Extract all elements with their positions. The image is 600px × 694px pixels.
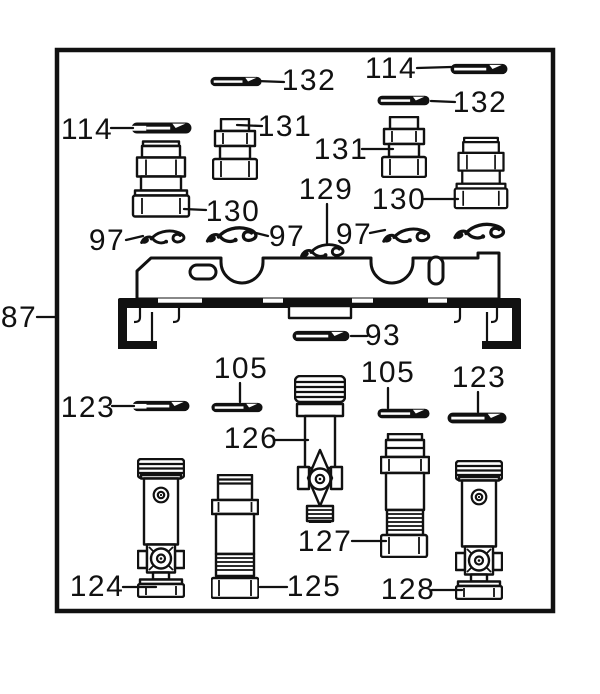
callout-129: 129 [299, 173, 354, 206]
callout-125: 125 [287, 570, 342, 603]
leader-97-left [124, 234, 145, 242]
part-87-mounting-bracket [118, 251, 521, 349]
callout-123-right: 123 [452, 361, 507, 394]
part-126-valve [294, 375, 346, 523]
callout-124: 124 [70, 570, 125, 603]
callout-131-left: 131 [258, 110, 313, 143]
bracket-center-tab [287, 304, 353, 320]
part-123-clip-left [132, 400, 190, 412]
bracket-slot-vertical [427, 255, 445, 286]
part-114-clip-top [450, 63, 508, 75]
callout-132-right: 132 [453, 86, 508, 119]
leader-97-right [368, 228, 387, 235]
callout-105-left: 105 [214, 352, 269, 385]
part-97-clip-3 [381, 227, 431, 246]
leader-lines [35, 65, 480, 592]
leader-131-left [235, 123, 264, 128]
callout-97-mid: 97 [269, 220, 305, 253]
leader-132-top [255, 79, 286, 84]
leader-97-mid [254, 231, 270, 238]
diagram-border [54, 47, 556, 614]
part-132-clip-right [377, 95, 430, 106]
part-131-fitting-left [212, 118, 258, 180]
callout-97-left: 97 [89, 224, 125, 257]
part-130-fitting-right [453, 136, 509, 210]
callout-132-top: 132 [282, 64, 337, 97]
callout-87: 87 [1, 301, 37, 334]
callout-123-left: 123 [61, 391, 116, 424]
part-127-cartridge [380, 433, 430, 558]
callout-126: 126 [224, 422, 279, 455]
bracket-rail [118, 298, 521, 308]
callout-127: 127 [298, 525, 353, 558]
callout-105-right: 105 [361, 356, 416, 389]
part-97-clip-2 [204, 226, 258, 246]
leader-114-top [415, 65, 453, 70]
part-123-clip-right [447, 412, 507, 424]
part-105-clip-left [211, 402, 263, 413]
callout-130-left: 130 [206, 195, 261, 228]
callout-130-right: 130 [372, 183, 427, 216]
leader-132-right [429, 99, 457, 104]
callout-131-right: 131 [314, 133, 369, 166]
part-93-clip [292, 330, 350, 342]
part-97-clip-4 [452, 222, 506, 242]
leader-130-left [182, 207, 208, 212]
callout-114-left: 114 [61, 113, 113, 146]
bracket-slot-horizontal [188, 263, 218, 281]
part-130-fitting-left [131, 140, 191, 218]
callout-labels: 132 114 132 114 131 131 129 130 130 97 9… [1, 52, 508, 606]
part-125-cartridge [211, 474, 259, 599]
callout-93: 93 [365, 319, 401, 352]
part-105-clip-right [377, 408, 430, 419]
part-131-fitting-right [381, 116, 427, 178]
part-97-clip-1 [139, 229, 186, 247]
part-128-valve [455, 460, 503, 600]
part-132-clip-top [210, 76, 262, 87]
callout-97-right: 97 [336, 218, 372, 251]
callout-114-top: 114 [365, 52, 417, 85]
callout-128: 128 [381, 573, 436, 606]
part-124-valve [137, 458, 185, 598]
part-114-clip-left [131, 122, 192, 134]
